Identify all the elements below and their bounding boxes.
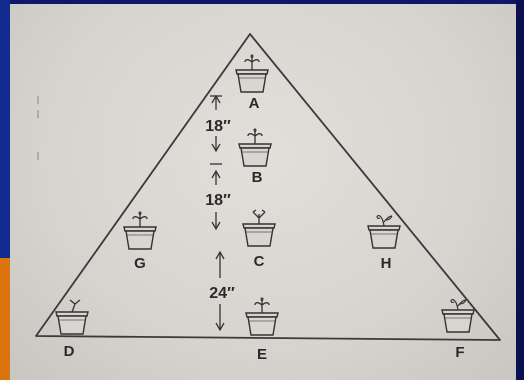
- dimension-label-b-c: 18″: [205, 192, 231, 209]
- triangle-outline: [35, 33, 501, 341]
- photo-border-right: [516, 0, 524, 380]
- label-b: B: [252, 169, 263, 186]
- sprout-icon: [132, 211, 148, 227]
- sprout-icon: [450, 299, 467, 311]
- photo-border-left: [0, 0, 10, 380]
- pot-b: [238, 128, 272, 167]
- dimension-c-e: [215, 250, 225, 332]
- dimension-label-c-e: 24″: [209, 285, 235, 302]
- dimension-b-c: [210, 163, 222, 231]
- dimension-label-a-b: 18″: [205, 118, 231, 135]
- label-d: D: [64, 343, 75, 360]
- sprout-icon: [254, 297, 270, 313]
- label-a: A: [249, 95, 260, 112]
- pot-h: [367, 215, 401, 249]
- sprout-icon: [69, 299, 81, 313]
- sprout-icon: [247, 128, 263, 144]
- label-f: F: [455, 344, 464, 361]
- sprout-icon: [376, 215, 393, 227]
- pot-c: [242, 209, 276, 247]
- pot-f: [441, 299, 475, 333]
- label-h: H: [381, 255, 392, 272]
- sprout-icon: [244, 54, 260, 70]
- pot-g: [123, 211, 157, 250]
- pot-a: [235, 54, 269, 93]
- label-c: C: [254, 253, 265, 270]
- pot-e: [245, 297, 279, 336]
- pot-d: [55, 299, 89, 335]
- label-e: E: [257, 346, 267, 363]
- photo-border-top: [0, 0, 524, 4]
- dimension-a-b: [210, 94, 222, 153]
- label-g: G: [134, 255, 146, 272]
- sprout-icon: [252, 209, 266, 224]
- photo-border-accent: [0, 258, 10, 380]
